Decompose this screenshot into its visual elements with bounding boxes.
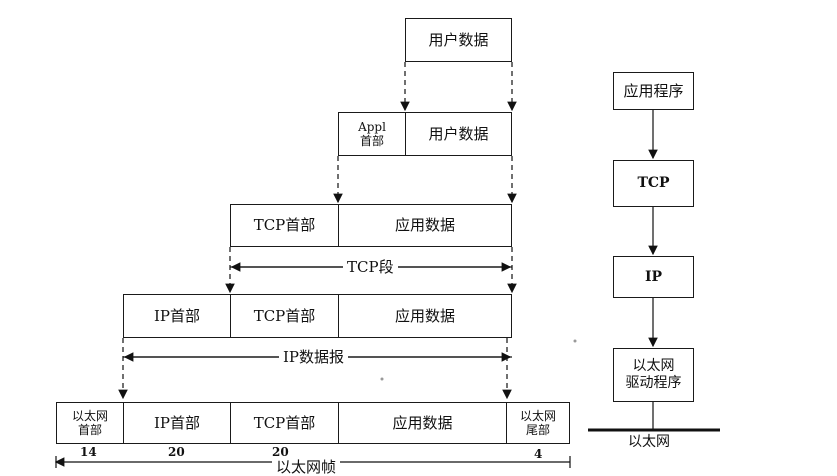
tcp-header-label-3: TCP首部: [253, 413, 316, 432]
ip-header-box-2: IP首部: [123, 402, 231, 444]
user-data-box: 用户数据: [405, 18, 512, 62]
app-data-box: 应用数据: [338, 204, 512, 247]
ip-header-label: IP首部: [153, 306, 201, 325]
eth-header-label: 以太网 首部: [71, 409, 108, 437]
tcp-header-box-2: TCP首部: [230, 294, 339, 338]
appl-header-label: Appl 首部: [358, 120, 386, 148]
size-tcp-header: 20: [272, 445, 289, 459]
stack-driver-label: 以太网 驱动程序: [625, 358, 682, 391]
stack-driver-box: 以太网 驱动程序: [613, 348, 694, 402]
stack-tcp-label: TCP: [637, 175, 670, 191]
tcp-header-box: TCP首部: [230, 204, 339, 247]
appl-header-box: Appl 首部: [338, 112, 406, 156]
stack-tcp-box: TCP: [613, 160, 694, 207]
eth-frame-label: 以太网帧: [272, 458, 341, 476]
size-eth-header: 14: [80, 445, 97, 459]
dot-mark: [380, 377, 384, 381]
user-data-label: 用户数据: [428, 30, 489, 49]
app-data-box-2: 应用数据: [338, 294, 512, 338]
stack-ip-box: IP: [613, 256, 694, 298]
stack-app-box: 应用程序: [613, 72, 694, 110]
user-data-label-2: 用户数据: [428, 124, 489, 143]
eth-trailer-label: 以太网 尾部: [519, 409, 556, 437]
eth-trailer-box: 以太网 尾部: [506, 402, 570, 444]
tcp-header-box-3: TCP首部: [230, 402, 339, 444]
tcp-segment-label: TCP段: [343, 258, 398, 276]
dot-mark: [573, 339, 577, 343]
ip-datagram-label: IP数据报: [279, 348, 349, 366]
size-eth-trailer: 4: [534, 447, 543, 461]
tcp-header-label: TCP首部: [253, 216, 316, 234]
app-data-label: 应用数据: [394, 216, 455, 234]
tcp-header-label-2: TCP首部: [253, 306, 316, 325]
eth-header-box: 以太网 首部: [56, 402, 124, 444]
ip-header-label-2: IP首部: [153, 413, 201, 432]
user-data-box-2: 用户数据: [405, 112, 512, 156]
ip-header-box: IP首部: [123, 294, 231, 338]
stack-ip-label: IP: [644, 268, 663, 285]
size-ip-header: 20: [168, 445, 185, 459]
ethernet-label: 以太网: [624, 433, 674, 451]
app-data-label-2: 应用数据: [394, 306, 455, 325]
stack-app-label: 应用程序: [623, 81, 684, 100]
app-data-label-3: 应用数据: [392, 413, 453, 432]
app-data-box-3: 应用数据: [338, 402, 507, 444]
